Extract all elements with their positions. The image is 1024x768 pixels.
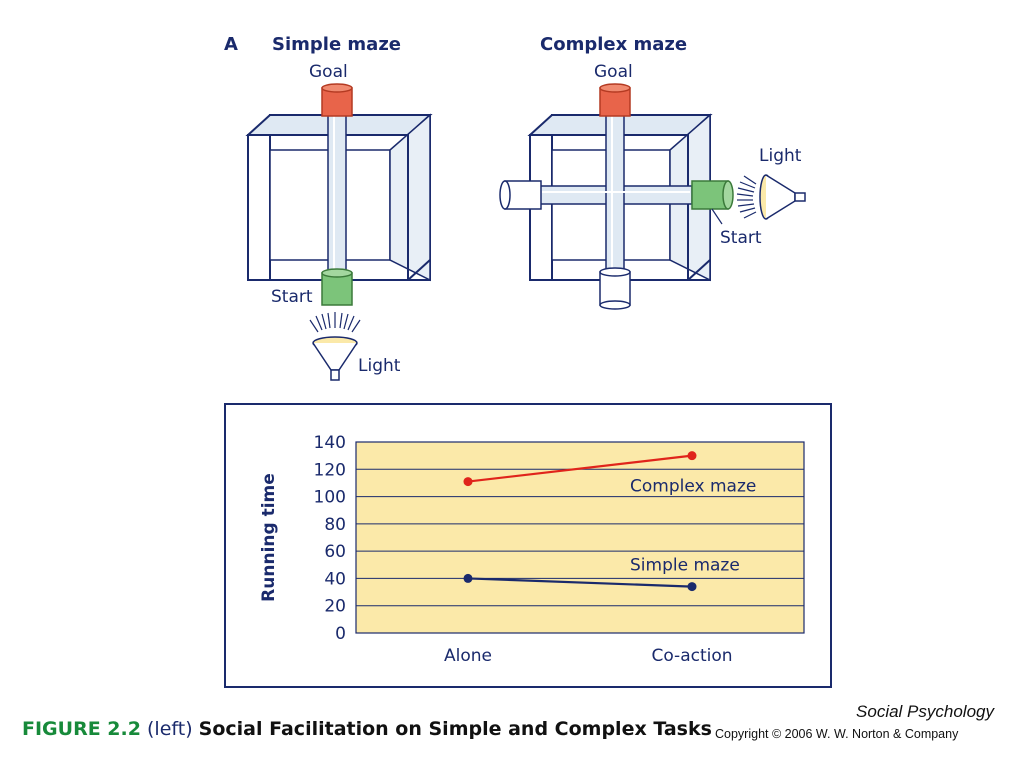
simple-maze-diagram: Goal Start xyxy=(245,62,433,381)
y-tick-label: 20 xyxy=(324,597,346,617)
complex-start-label: Start xyxy=(720,228,762,248)
simple-start-label: Start xyxy=(271,287,313,307)
y-tick-label: 40 xyxy=(324,569,346,589)
figure-qualifier: (left) xyxy=(140,718,199,740)
x-tick-label: Co-action xyxy=(651,646,732,666)
complex-start-box xyxy=(691,180,734,210)
simple-light-rays xyxy=(309,312,361,333)
complex-left-box xyxy=(499,180,542,210)
y-tick-label: 140 xyxy=(314,433,346,453)
series-label: Simple maze xyxy=(630,556,740,576)
series-label: Complex maze xyxy=(630,477,756,497)
y-tick-label: 0 xyxy=(335,624,346,644)
copyright-notice: Copyright © 2006 W. W. Norton & Company xyxy=(715,727,959,741)
complex-light-icon xyxy=(759,174,806,220)
x-tick-label: Alone xyxy=(444,646,492,666)
data-point xyxy=(463,573,473,583)
figure-title: Social Facilitation on Simple and Comple… xyxy=(198,718,712,740)
simple-tube xyxy=(327,111,347,273)
simple-start-box xyxy=(321,268,353,306)
y-axis-label: Running time xyxy=(259,473,279,602)
simple-light-icon xyxy=(312,336,358,381)
data-point xyxy=(687,451,697,461)
complex-light-label: Light xyxy=(759,146,802,166)
complex-goal-box xyxy=(599,83,631,117)
complex-light-rays xyxy=(736,175,757,219)
book-title: Social Psychology xyxy=(856,702,994,721)
data-point xyxy=(463,477,473,487)
simple-goal-box xyxy=(321,83,353,117)
series-line xyxy=(467,577,693,588)
y-tick-label: 100 xyxy=(314,488,346,508)
plot-area xyxy=(355,441,805,634)
maze-illustrations: A Simple maze Complex maze Goal Start xyxy=(224,34,806,381)
y-tick-label: 60 xyxy=(324,542,346,562)
complex-goal-label: Goal xyxy=(594,62,633,82)
figure-number: FIGURE 2.2 xyxy=(22,718,141,740)
complex-maze-diagram: Goal xyxy=(499,62,806,310)
complex-bottom-box xyxy=(599,267,631,310)
y-tick-label: 120 xyxy=(314,460,346,480)
panel-label: A xyxy=(224,34,238,55)
simple-maze-title: Simple maze xyxy=(272,34,401,55)
figure-caption: FIGURE 2.2 (left) Social Facilitation on… xyxy=(22,718,712,740)
complex-maze-title: Complex maze xyxy=(540,34,687,55)
y-tick-label: 80 xyxy=(324,515,346,535)
simple-light-label: Light xyxy=(358,356,401,376)
series-line xyxy=(467,454,693,483)
simple-goal-label: Goal xyxy=(309,62,348,82)
data-point xyxy=(687,582,697,592)
